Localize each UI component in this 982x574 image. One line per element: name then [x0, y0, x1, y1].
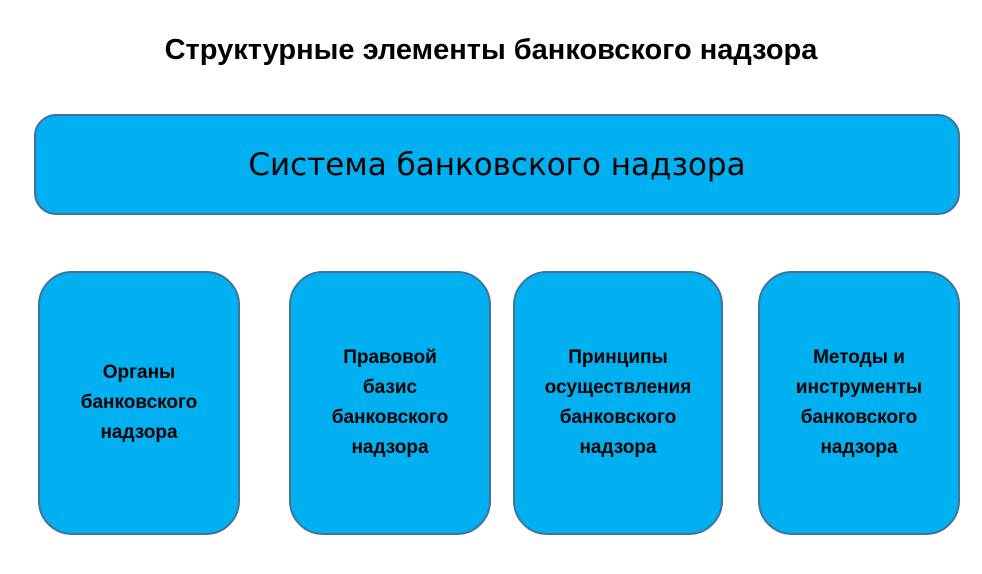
element-label: Правовой базис банковского надзора: [331, 347, 449, 458]
system-box-label: Система банковского надзора: [248, 146, 746, 183]
element-box-legal-basis: Правовой базис банковского надзора: [289, 271, 491, 535]
element-box-principles: Принципы осуществления банковского надзо…: [513, 271, 723, 535]
system-box: Система банковского надзора: [34, 114, 960, 215]
element-box-methods: Методы и инструменты банковского надзора: [758, 271, 960, 535]
element-label: Методы и инструменты банковского надзора: [795, 347, 923, 458]
diagram-title: Структурные элементы банковского надзора: [164, 34, 818, 66]
element-label: Принципы осуществления банковского надзо…: [544, 347, 692, 458]
element-label: Органы банковского надзора: [80, 362, 198, 443]
element-box-authorities: Органы банковского надзора: [38, 271, 240, 535]
